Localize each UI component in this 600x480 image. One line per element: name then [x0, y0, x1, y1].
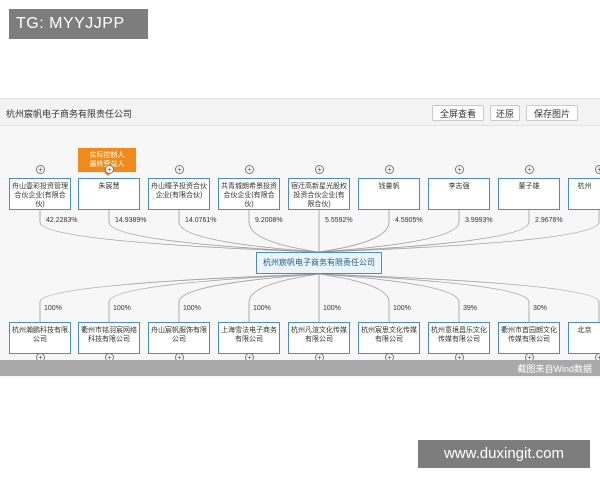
watermark: www.duxingit.com — [418, 440, 590, 468]
save-image-button[interactable]: 保存图片 — [526, 105, 578, 121]
expand-icon[interactable]: + — [595, 165, 600, 174]
flag-line-2: 最终受益人 — [78, 160, 136, 169]
subsidiary-node[interactable]: 衢州市首园朗文化传媒有限公司 — [498, 322, 560, 354]
expand-icon[interactable]: + — [105, 165, 114, 174]
ownership-pct-label: 39% — [463, 305, 478, 312]
ownership-pct-label: 3.9993% — [465, 217, 493, 224]
shareholder-node[interactable]: 共青城朗希景投资合伙企业(有限合伙) — [218, 178, 280, 210]
source-bar: 截图来自Wind数据 — [0, 360, 600, 376]
shareholder-node[interactable]: 舟山瞳予投资合伙企业(有限合伙) — [148, 178, 210, 210]
expand-icon[interactable]: + — [385, 165, 394, 174]
subsidiary-node[interactable]: 杭州凡渲文化传媒有限公司 — [288, 322, 350, 354]
expand-icon[interactable]: + — [245, 165, 254, 174]
shareholder-node[interactable]: 董子雄 — [498, 178, 560, 210]
ownership-pct-label: 9.2008% — [255, 217, 283, 224]
shareholder-node[interactable]: 宿迁高新星光股权投资合伙企业(有限合伙) — [288, 178, 350, 210]
shareholder-node[interactable]: 杭州 — [568, 178, 600, 210]
ownership-pct-label: 4.5905% — [395, 217, 423, 224]
subsidiary-node[interactable]: 上海雪法电子商务有限公司 — [218, 322, 280, 354]
expand-icon[interactable]: + — [315, 165, 324, 174]
shareholder-node[interactable]: 李志强 — [428, 178, 490, 210]
flag-pointer — [104, 172, 112, 176]
restore-button[interactable]: 还原 — [490, 105, 520, 121]
ownership-pct-label: 30% — [533, 305, 548, 312]
subsidiary-node[interactable]: 杭州意境昌乐文化传媒有限公司 — [428, 322, 490, 354]
company-title: 杭州宸帆电子商务有限责任公司 — [6, 109, 133, 119]
ownership-pct-label: 100% — [113, 305, 131, 312]
ownership-pct-label: 42.2283% — [46, 217, 78, 224]
ownership-pct-label: 100% — [393, 305, 411, 312]
ownership-pct-label: 5.5592% — [325, 217, 353, 224]
expand-icon[interactable]: + — [175, 165, 184, 174]
ownership-pct-label: 100% — [183, 305, 201, 312]
subsidiary-node[interactable]: 衢州市铭羽宸网络科技有限公司 — [78, 322, 140, 354]
ownership-pct-label: 100% — [253, 305, 271, 312]
subsidiary-node[interactable]: 舟山宸帆服饰有限公司 — [148, 322, 210, 354]
panel-header: 杭州宸帆电子商务有限责任公司 全屏查看 还原 保存图片 — [0, 99, 600, 126]
center-company-node[interactable]: 杭州宸帆电子商务有限责任公司 — [256, 252, 382, 274]
expand-icon[interactable]: + — [525, 165, 534, 174]
subsidiary-node[interactable]: 杭州瀚鹏科技有限公司 — [9, 322, 71, 354]
flag-line-1: 实际控制人 — [89, 152, 125, 159]
expand-icon[interactable]: + — [455, 165, 464, 174]
subsidiary-node[interactable]: 北京 — [568, 322, 600, 354]
shareholder-node[interactable]: 钱量帆 — [358, 178, 420, 210]
shareholder-node[interactable]: 朱宸慧 — [78, 178, 140, 210]
ownership-pct-label: 14.9389% — [115, 217, 147, 224]
subsidiary-node[interactable]: 杭州宸思文化传媒有限公司 — [358, 322, 420, 354]
fullscreen-button[interactable]: 全屏查看 — [432, 105, 484, 121]
ownership-pct-label: 14.0761% — [185, 217, 217, 224]
ownership-pct-label: 100% — [44, 305, 62, 312]
ownership-pct-label: 2.9676% — [535, 217, 563, 224]
expand-icon[interactable]: + — [36, 165, 45, 174]
shareholder-node[interactable]: 舟山壹彩投资管理合伙企业(有限合伙) — [9, 178, 71, 210]
source-note: 截图来自Wind数据 — [517, 364, 592, 374]
ownership-pct-label: 100% — [323, 305, 341, 312]
tag-label: TG: MYYJJPP — [9, 9, 148, 39]
